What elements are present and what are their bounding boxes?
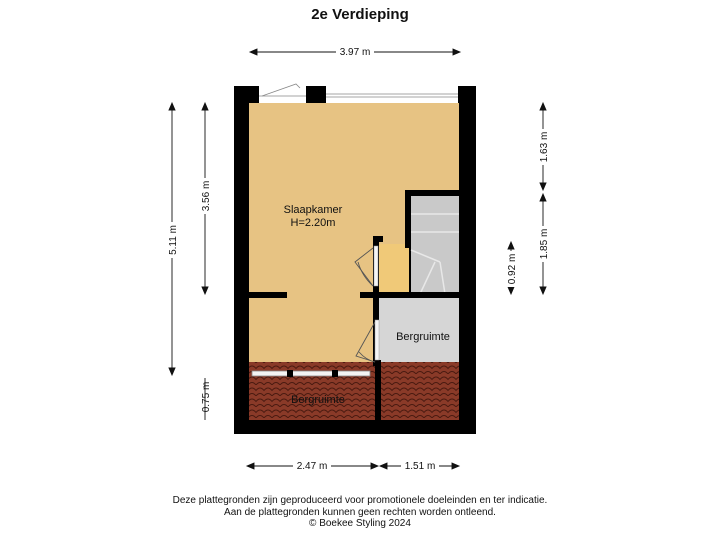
floor-title: 2e Verdieping: [311, 6, 409, 23]
disclaimer-line-1: Deze plattegronden zijn geproduceerd voo…: [172, 495, 548, 506]
roof-tiles-right: [381, 362, 459, 420]
staircase: [411, 196, 459, 294]
dim-right-inner: 0.92 m: [507, 254, 518, 285]
copyright: © Boekee Styling 2024: [309, 518, 411, 529]
dim-bottom-left: 2.47 m: [297, 461, 328, 472]
dim-top-width: 3.97 m: [340, 47, 371, 58]
stair-landing: [379, 244, 409, 294]
dim-right-top: 1.63 m: [539, 132, 550, 163]
bedroom-height-label: H=2.20m: [291, 217, 336, 229]
disclaimer-line-2: Aan de plattegronden kunnen geen rechten…: [224, 506, 496, 518]
dim-left-room: 3.56 m: [201, 181, 212, 212]
disclaimer: Deze plattegronden zijn geproduceerd voo…: [0, 495, 720, 530]
dim-left-bottom: 0.75 m: [201, 382, 212, 413]
storage-bottom-label: Bergruimte: [291, 394, 345, 406]
storage-right-label: Bergruimte: [396, 331, 450, 343]
dim-left-total: 5.11 m: [168, 225, 179, 255]
window-top-left: [259, 86, 306, 103]
storage-room-right: [379, 298, 459, 366]
door-storage: [355, 321, 376, 363]
dim-bottom-right: 1.51 m: [405, 461, 436, 472]
bedroom-label: Slaapkamer: [284, 204, 343, 216]
dim-right-mid: 1.85 m: [539, 229, 550, 260]
door-stair: [354, 247, 374, 287]
bedroom-floor: [249, 103, 459, 195]
window-top-right: [326, 86, 458, 103]
